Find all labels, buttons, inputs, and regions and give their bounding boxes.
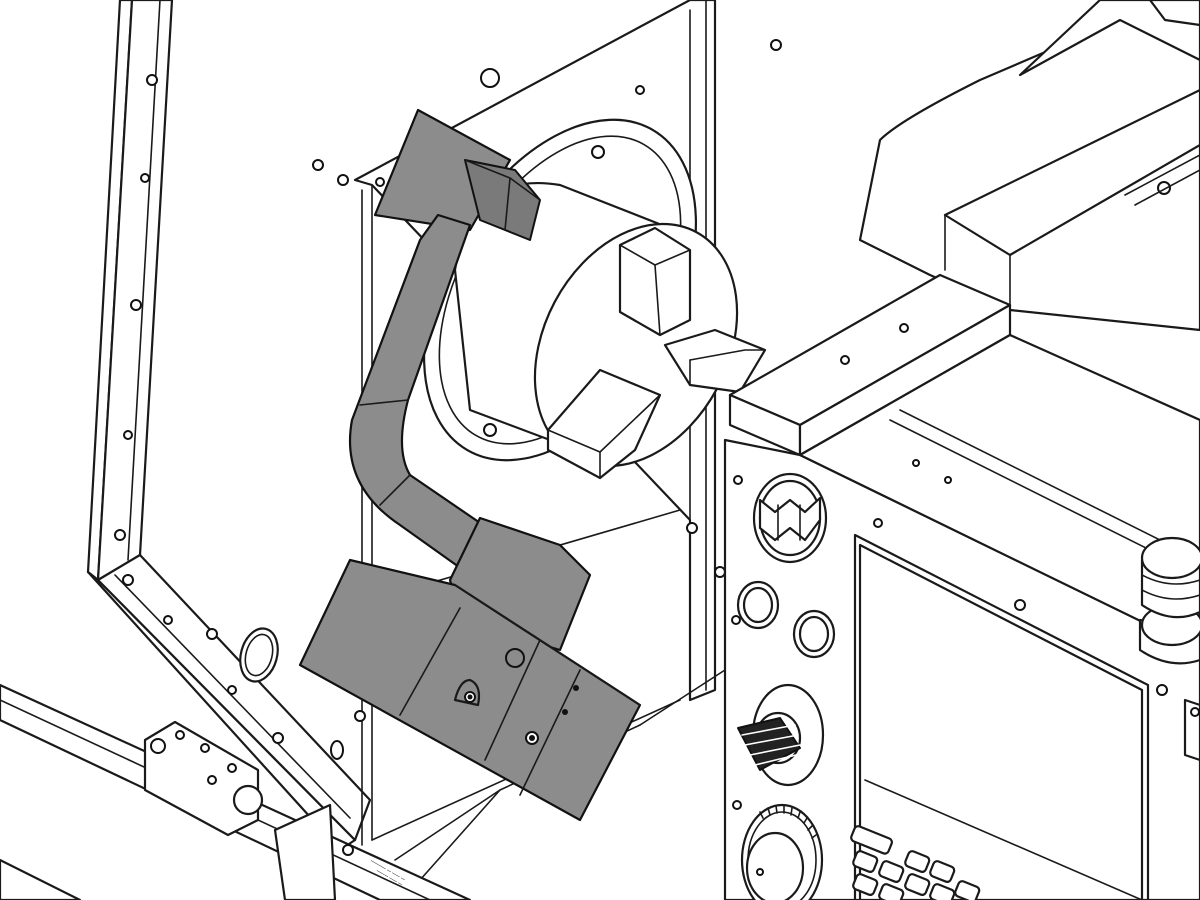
memory-lock-knob xyxy=(737,683,825,787)
logo-badge xyxy=(752,472,828,564)
pendant-display xyxy=(853,533,1150,900)
door-frame xyxy=(86,0,372,852)
control-pendant-housing xyxy=(858,0,1200,332)
cycle-start-button xyxy=(736,580,780,630)
chuck-jaw-right xyxy=(663,328,767,394)
tool-probe-arm xyxy=(298,108,642,822)
spindle-chuck xyxy=(422,118,767,480)
emergency-stop-button xyxy=(1138,536,1200,665)
chuck-jaw-bottom xyxy=(546,368,662,480)
jog-handwheel xyxy=(740,803,824,900)
feed-hold-button xyxy=(792,609,836,659)
chuck-jaw-top xyxy=(618,226,692,337)
base-slide: ──── ─ ── ─ ─── ── ─ xyxy=(0,683,472,900)
door-frame-bolts xyxy=(114,74,284,744)
control-pendant-panel xyxy=(723,333,1200,900)
